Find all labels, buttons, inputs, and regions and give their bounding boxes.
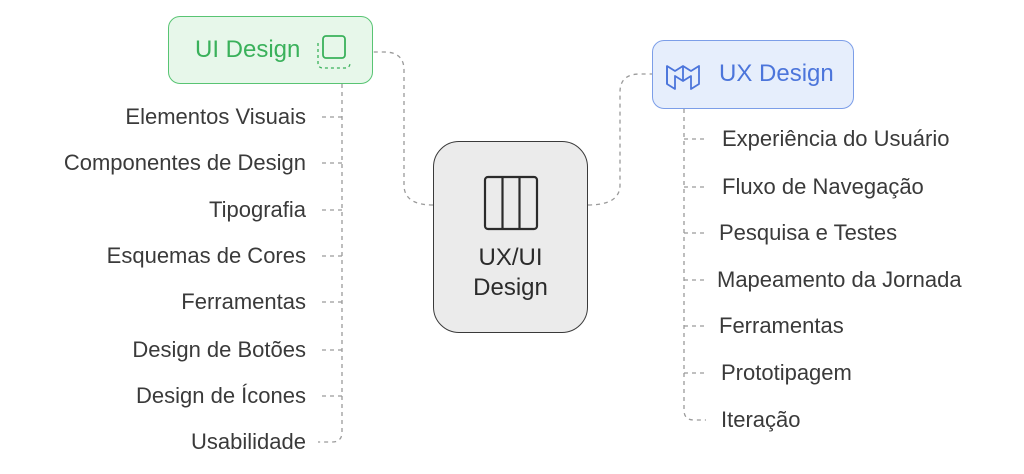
- columns-icon: [483, 175, 539, 231]
- material-logo-icon: [666, 65, 700, 90]
- ui-item-elementos-visuais: Elementos Visuais: [125, 104, 306, 129]
- ux-item-prototipagem: Prototipagem: [721, 360, 852, 385]
- ux-item-fluxo-de-navegacao: Fluxo de Navegação: [722, 174, 924, 199]
- ui-item-esquemas-de-cores: Esquemas de Cores: [106, 243, 306, 268]
- ux-item-ferramentas: Ferramentas: [719, 313, 844, 338]
- ux-item-experiencia-do-usuario: Experiência do Usuário: [722, 126, 950, 151]
- ui-item-componentes-de-design: Componentes de Design: [63, 150, 306, 175]
- square-select-icon: [317, 35, 351, 69]
- ux-item-pesquisa-e-testes: Pesquisa e Testes: [719, 220, 898, 245]
- ui-item-tipografia: Tipografia: [208, 197, 306, 222]
- ux-design-node: UX Design: [652, 40, 854, 109]
- ux-item-iteracao: Iteração: [721, 407, 801, 432]
- ui-item-design-de-icones: Design de Ícones: [136, 383, 306, 408]
- ui-item-design-de-botoes: Design de Botões: [132, 337, 306, 362]
- ui-design-label: UI Design: [195, 36, 301, 63]
- center-node-ux-ui-design: UX/UI Design: [433, 141, 588, 333]
- center-label: UX/UI Design: [473, 244, 548, 301]
- ui-design-node: UI Design: [168, 16, 373, 84]
- ui-item-usabilidade: Usabilidade: [191, 429, 306, 454]
- ui-item-ferramentas: Ferramentas: [181, 289, 306, 314]
- ux-design-label: UX Design: [719, 60, 834, 87]
- ux-item-mapeamento-da-jornada: Mapeamento da Jornada: [717, 267, 962, 292]
